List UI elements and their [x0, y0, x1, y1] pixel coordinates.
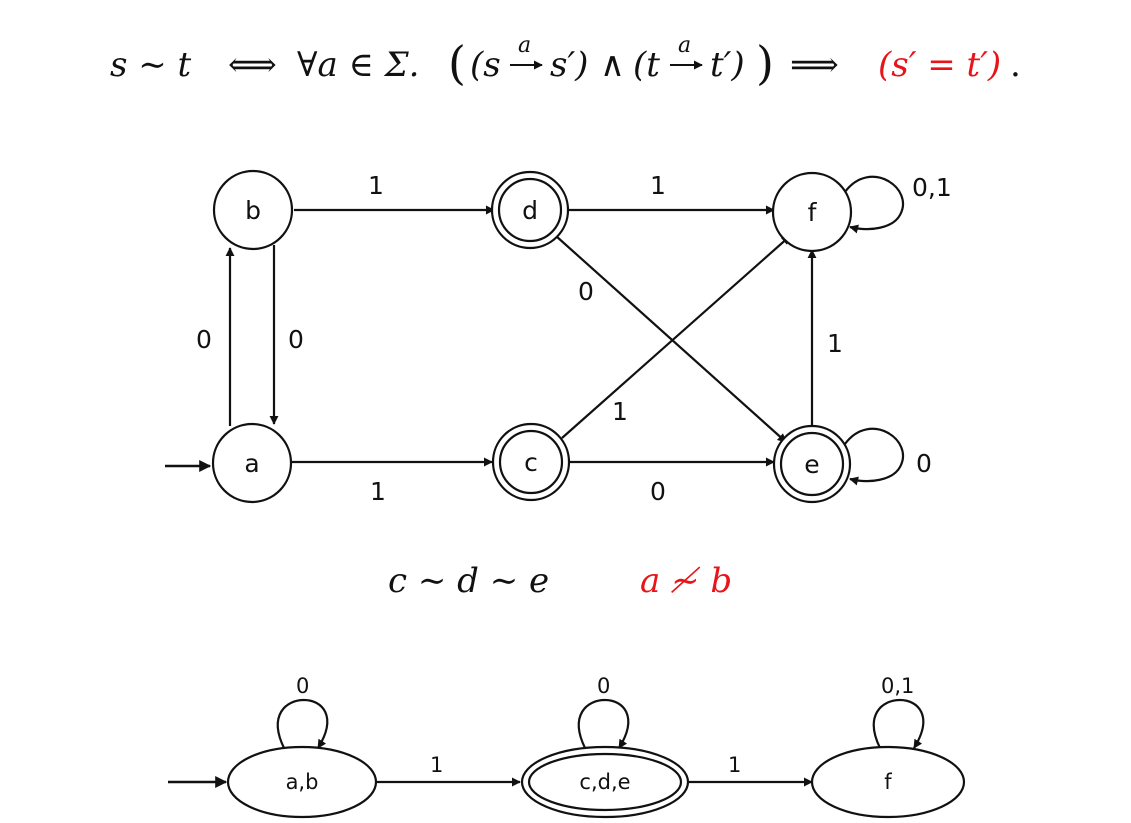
formula-period: . — [1010, 45, 1021, 85]
formula-p2-open: (t — [633, 45, 660, 85]
dfa1-state-labels: b d f a c e — [244, 196, 819, 479]
state-label-c: c — [524, 448, 538, 477]
label-c-e: 0 — [650, 477, 666, 506]
formula-p2-arrow-label: a — [678, 33, 691, 58]
label-e-f: 1 — [827, 329, 843, 358]
state-label-cde: c,d,e — [579, 770, 630, 794]
label-cde-f: 1 — [728, 753, 741, 777]
label-a-c: 1 — [370, 477, 386, 506]
edge-d-e — [555, 235, 787, 443]
state-ab[interactable] — [226, 745, 378, 819]
label-f-f-min: 0,1 — [881, 674, 914, 698]
state-label-f: f — [808, 198, 818, 227]
state-label-e: e — [804, 450, 819, 479]
formula-p2-close: t′) — [710, 45, 745, 85]
label-ab-ab: 0 — [296, 674, 309, 698]
formula-close-outer: ) — [756, 36, 774, 90]
formula-open-outer: ( — [448, 36, 466, 90]
edge-c-f — [561, 235, 791, 439]
formula-lhs: s ∼ t — [110, 45, 192, 85]
formula-iff: ⟺ — [228, 45, 277, 85]
state-b[interactable] — [212, 169, 294, 251]
state-d[interactable] — [490, 170, 570, 250]
state-f-min[interactable] — [810, 745, 966, 819]
state-f[interactable] — [771, 171, 853, 253]
state-label-ab: a,b — [286, 770, 319, 794]
dfa1-edges — [165, 175, 904, 486]
edge-f-f-min — [872, 698, 925, 749]
label-c-f: 1 — [612, 397, 628, 426]
state-label-b: b — [245, 196, 261, 225]
relation-not-equivalent: a ≁ b — [640, 561, 732, 601]
state-label-d: d — [522, 196, 538, 225]
state-cde[interactable] — [520, 745, 690, 819]
state-label-a: a — [244, 449, 259, 478]
dfa1-edge-labels: 1 1 0,1 0 0 0 1 1 1 0 0 — [196, 171, 952, 506]
dfa2-states — [226, 745, 966, 819]
formula-and: ∧ — [600, 45, 625, 85]
state-e[interactable] — [772, 424, 852, 504]
edge-e-e — [844, 427, 904, 486]
label-e-e: 0 — [916, 449, 932, 478]
dfa-minimized: 0 1 0 1 0,1 a,b c,d,e f — [168, 674, 966, 819]
formula-p1-open: (s — [470, 45, 501, 85]
state-c[interactable] — [491, 422, 571, 502]
label-ab-cde: 1 — [430, 753, 443, 777]
relation-equivalent: c ∼ d ∼ e — [388, 561, 549, 601]
formula-p1-arrow-label: a — [518, 33, 531, 58]
dfa1-states — [211, 169, 853, 504]
state-a[interactable] — [211, 422, 293, 504]
formula-forall: ∀a ∈ Σ. — [297, 45, 419, 85]
edge-cde-cde — [577, 698, 630, 749]
label-a-b: 0 — [196, 325, 212, 354]
label-d-e: 0 — [578, 277, 594, 306]
label-d-f: 1 — [650, 171, 666, 200]
formula-p1-close: s′) — [550, 45, 588, 85]
label-b-a: 0 — [288, 325, 304, 354]
edge-f-f — [844, 175, 904, 234]
edge-ab-ab — [276, 698, 329, 749]
state-label-f-min: f — [884, 770, 892, 794]
dfa-original: 1 1 0,1 0 0 0 1 1 1 0 0 — [165, 169, 952, 506]
label-b-d: 1 — [368, 171, 384, 200]
formula-implies: ⟹ — [790, 45, 839, 85]
formula: s ∼ t ⟺ ∀a ∈ Σ. ( (s a s′) ∧ (t a t′) ) … — [110, 33, 1021, 90]
dfa2-state-labels: a,b c,d,e f — [286, 770, 893, 794]
dfa2-edges — [168, 698, 925, 788]
label-f-f: 0,1 — [912, 173, 952, 202]
dfa2-edge-labels: 0 1 0 1 0,1 — [296, 674, 914, 777]
label-cde-cde: 0 — [597, 674, 610, 698]
formula-conclusion: (s′ = t′) — [878, 45, 1001, 85]
relations: c ∼ d ∼ e a ≁ b — [388, 561, 732, 601]
